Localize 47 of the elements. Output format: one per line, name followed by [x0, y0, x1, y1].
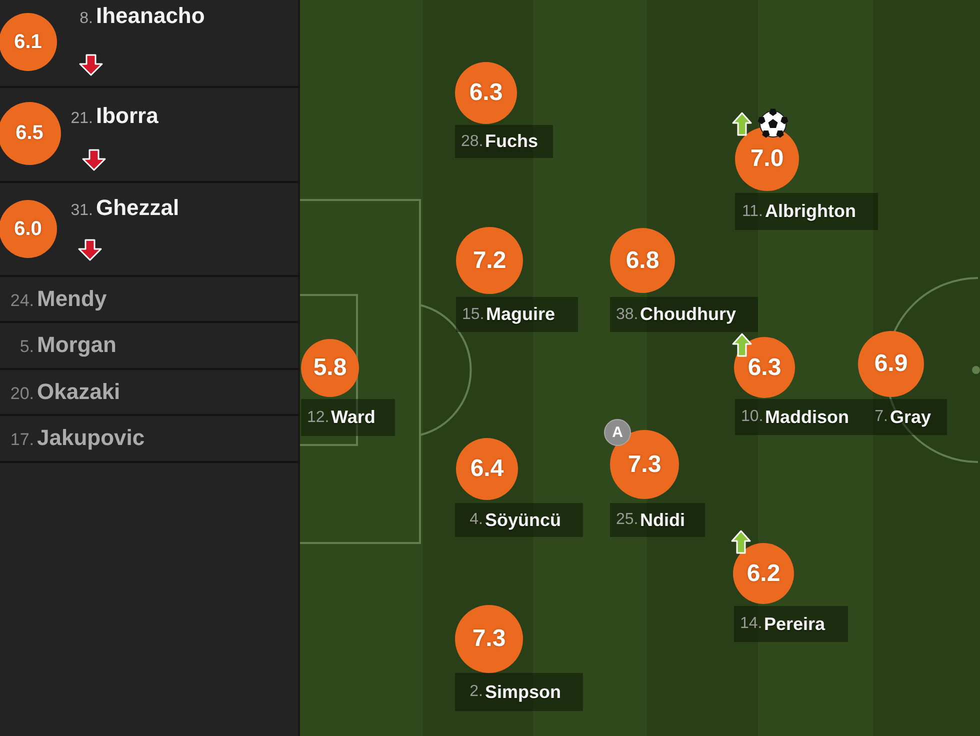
name-plate: [610, 503, 705, 537]
player-name: Ghezzal: [96, 195, 180, 220]
shirt-number: 38.: [616, 306, 638, 324]
name-plate: [455, 673, 583, 711]
shirt-number: 24.: [9, 291, 34, 311]
player-name: Maguire: [486, 304, 556, 325]
player-name: Morgan: [37, 332, 116, 357]
shirt-number: 31.: [70, 202, 93, 220]
name-plate: [734, 606, 848, 642]
player-name: Choudhury: [640, 304, 736, 325]
shirt-number: 14.: [740, 615, 762, 633]
player-name: Albrighton: [765, 201, 856, 222]
player-name: Iheanacho: [96, 3, 205, 28]
shirt-number: 28.: [461, 132, 483, 150]
shirt-number: 21.: [70, 110, 93, 128]
player-name: Mendy: [37, 286, 107, 311]
shirt-number: 2.: [468, 683, 483, 701]
player-name: Ward: [331, 407, 376, 428]
name-plate: [610, 297, 758, 332]
player-name: Ndidi: [640, 510, 685, 530]
shirt-number: 5.: [18, 337, 34, 357]
shirt-number: 20.: [9, 384, 34, 404]
player-name: Okazaki: [37, 379, 120, 404]
player-name: Pereira: [764, 614, 826, 634]
name-plate: [860, 399, 947, 435]
player-name: Simpson: [485, 682, 562, 702]
shirt-number: 17.: [9, 430, 34, 450]
name-plate: [455, 503, 583, 537]
shirt-number: 12.: [307, 408, 329, 426]
name-plate: [301, 399, 395, 436]
shirt-number: 15.: [462, 306, 484, 324]
player-name: Jakupovic: [37, 425, 145, 450]
shirt-number: 10.: [741, 408, 763, 426]
name-plate: [735, 193, 878, 230]
shirt-number: 25.: [616, 511, 638, 529]
name-plate: [456, 297, 578, 332]
shirt-number: 4.: [468, 511, 483, 529]
shirt-number: 7.: [874, 408, 888, 426]
shirt-number: 11.: [741, 202, 763, 220]
player-name: Fuchs: [485, 131, 538, 152]
player-name: Gray: [890, 406, 932, 428]
player-name: Maddison: [765, 406, 849, 428]
name-plate: [455, 125, 553, 158]
player-name: Söyüncü: [485, 510, 562, 530]
name-plate: [735, 399, 860, 435]
player-name: Iborra: [96, 103, 158, 128]
shirt-number: 8.: [78, 10, 93, 28]
